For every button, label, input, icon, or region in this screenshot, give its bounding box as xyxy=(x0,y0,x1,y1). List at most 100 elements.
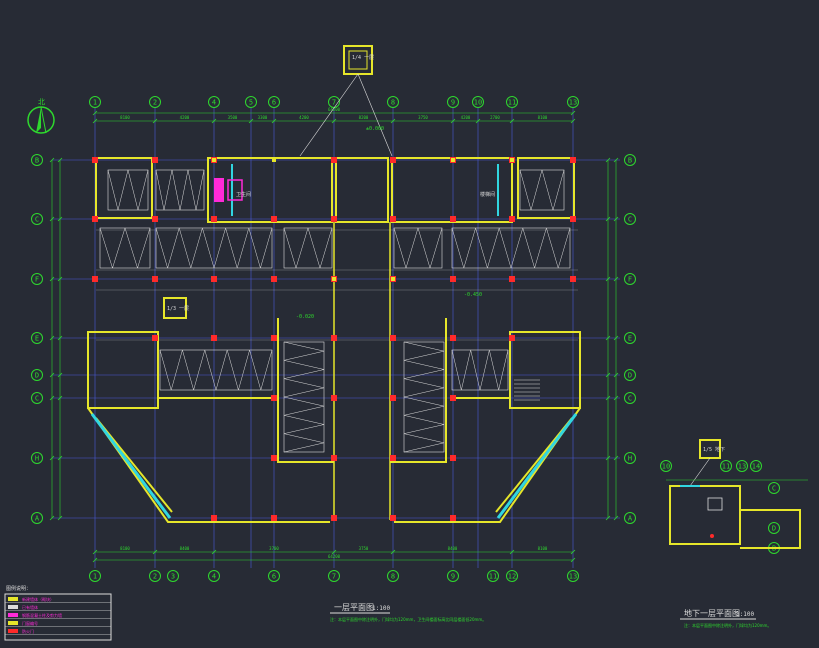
annotations: 卫生间 楼梯间 ±0.000 -0.020 -0.450 xyxy=(236,126,495,320)
axis-bubble-right: F xyxy=(624,273,636,285)
axis-bubble-top: 11 xyxy=(506,96,518,108)
column xyxy=(450,395,456,401)
column xyxy=(450,335,456,341)
stair-label: 楼梯间 xyxy=(480,191,495,198)
column xyxy=(509,276,515,282)
inset-scale: 1:100 xyxy=(736,611,754,618)
svg-text:新建墙体（砌块）: 新建墙体（砌块） xyxy=(22,596,54,602)
column xyxy=(570,276,576,282)
svg-text:64200: 64200 xyxy=(328,107,341,112)
svg-text:F: F xyxy=(35,276,39,284)
corridor-pattern xyxy=(403,341,445,453)
column xyxy=(211,515,217,521)
axis-bubble-top: 13 xyxy=(567,96,579,108)
svg-text:13: 13 xyxy=(569,99,577,107)
svg-text:1: 1 xyxy=(93,99,97,107)
axis-bubble-left: H xyxy=(31,452,43,464)
axis-bubble-top: 9 xyxy=(447,96,459,108)
axis-bubble-top: 1 xyxy=(89,96,101,108)
axis-bubble-bottom: 3 xyxy=(167,570,179,582)
svg-text:2: 2 xyxy=(153,99,157,107)
column-yellow xyxy=(451,158,455,162)
column xyxy=(92,276,98,282)
elevation-mid: -0.020 xyxy=(296,314,314,320)
column-yellow xyxy=(391,277,395,281)
structural-columns xyxy=(92,157,576,521)
column xyxy=(271,335,277,341)
svg-text:B: B xyxy=(628,157,632,165)
svg-text:8100: 8100 xyxy=(120,115,130,120)
svg-text:7: 7 xyxy=(332,573,336,581)
column-yellow xyxy=(272,158,276,162)
axis-bubble-inset-right: C xyxy=(768,482,780,494)
axis-bubble-right: C xyxy=(624,213,636,225)
axis-bubble-right: D xyxy=(624,369,636,381)
svg-text:11: 11 xyxy=(722,463,730,471)
hatch-panel xyxy=(519,169,565,211)
column xyxy=(331,216,337,222)
column xyxy=(211,276,217,282)
svg-text:4: 4 xyxy=(212,99,216,107)
svg-text:E: E xyxy=(628,335,632,343)
axis-bubble-bottom: 9 xyxy=(447,570,459,582)
axis-bubble-bottom: 2 xyxy=(149,570,161,582)
svg-text:C: C xyxy=(772,485,776,493)
room-label: 卫生间 xyxy=(236,191,251,198)
svg-text:D: D xyxy=(772,525,776,533)
svg-text:14: 14 xyxy=(752,463,760,471)
axis-bubble-bottom: 11 xyxy=(487,570,499,582)
axis-bubble-bottom: 1 xyxy=(89,570,101,582)
axis-bubble-right: C xyxy=(624,392,636,404)
column xyxy=(271,216,277,222)
legend-title: 图例说明： xyxy=(6,585,31,592)
svg-text:1: 1 xyxy=(93,573,97,581)
svg-text:4: 4 xyxy=(212,573,216,581)
column xyxy=(390,395,396,401)
legend-item: 防火门 xyxy=(5,628,111,635)
column xyxy=(450,515,456,521)
svg-text:8400: 8400 xyxy=(448,546,458,551)
svg-text:3750: 3750 xyxy=(418,115,428,120)
svg-text:12: 12 xyxy=(508,573,516,581)
svg-text:F: F xyxy=(628,276,632,284)
inset-basement-plan: 1/5 地下 xyxy=(666,439,808,549)
axis-bubble-left: C xyxy=(31,213,43,225)
svg-text:3500: 3500 xyxy=(228,115,238,120)
column xyxy=(211,216,217,222)
column-yellow xyxy=(212,158,216,162)
column xyxy=(331,455,337,461)
svg-text:8: 8 xyxy=(391,573,395,581)
svg-text:11: 11 xyxy=(489,573,497,581)
column xyxy=(390,216,396,222)
column xyxy=(271,515,277,521)
hatch-panel xyxy=(451,227,571,269)
svg-text:8400: 8400 xyxy=(180,546,190,551)
column xyxy=(450,455,456,461)
column xyxy=(152,157,158,163)
axis-bubble-bottom: 8 xyxy=(387,570,399,582)
axis-bubble-bottom: 13 xyxy=(567,570,579,582)
axis-bubble-left: B xyxy=(31,154,43,166)
column xyxy=(152,276,158,282)
column xyxy=(390,335,396,341)
dimension-overall-bottom: 64200 xyxy=(92,554,576,563)
column-yellow xyxy=(510,158,514,162)
column xyxy=(152,335,158,341)
hatch-panel xyxy=(107,169,149,211)
dimension-side xyxy=(49,157,619,521)
column xyxy=(271,395,277,401)
axis-bubble-left: E xyxy=(31,332,43,344)
svg-text:9: 9 xyxy=(451,99,455,107)
detail-callout-top: 1/4 一层 xyxy=(299,45,393,157)
callout-top-text: 1/4 一层 xyxy=(352,55,374,61)
column xyxy=(390,157,396,163)
legend-item: 门窗编号 xyxy=(5,620,111,627)
svg-text:8: 8 xyxy=(391,99,395,107)
axis-bubble-left: A xyxy=(31,512,43,524)
svg-text:6: 6 xyxy=(272,99,276,107)
axis-bubble-right: E xyxy=(624,332,636,344)
